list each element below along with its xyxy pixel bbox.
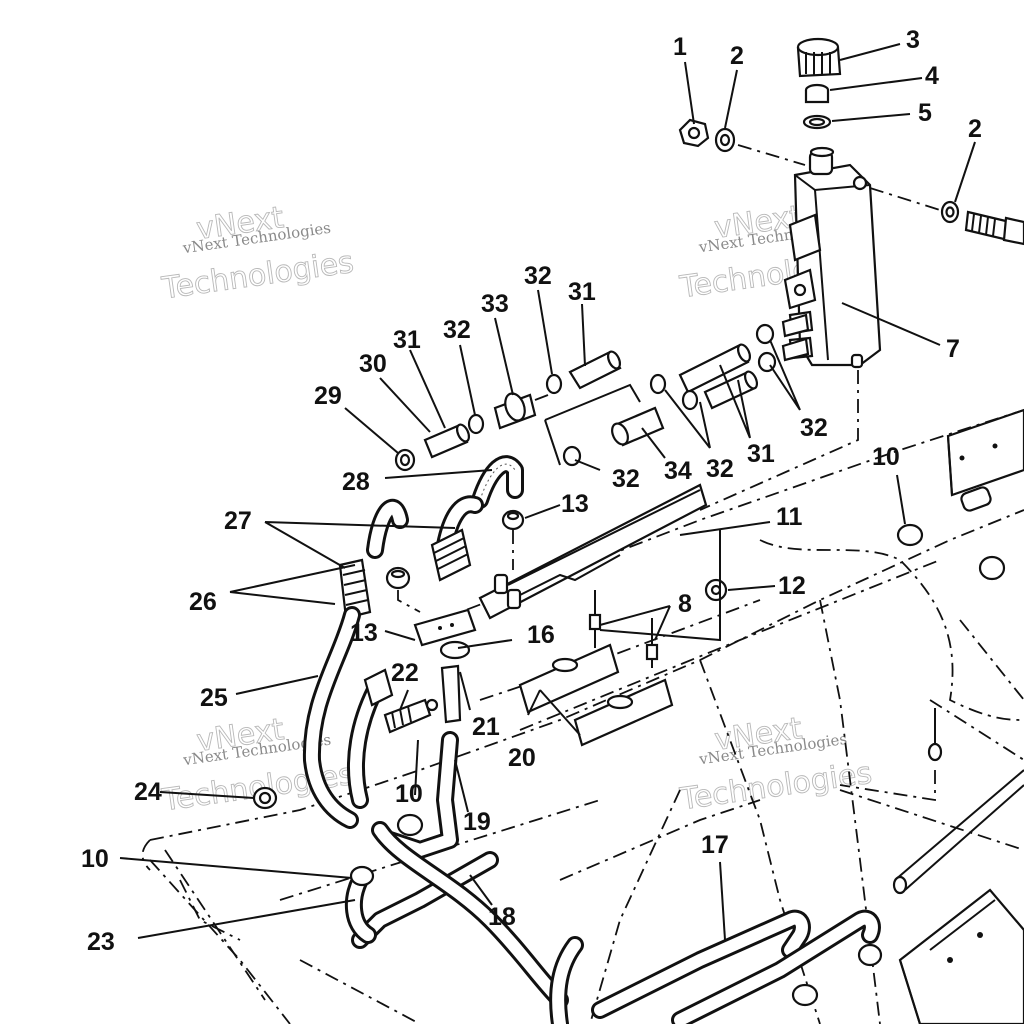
watermark-top-left: vNext vNext Technologies Technologies <box>159 200 357 307</box>
callout-32: 32 <box>800 414 828 442</box>
callout-22: 22 <box>391 659 419 687</box>
check-valve-33 <box>493 392 549 430</box>
nut-12 <box>704 578 728 602</box>
fitting-22-group <box>363 668 439 734</box>
callout-2: 2 <box>730 42 744 70</box>
callout-27: 27 <box>224 507 252 535</box>
clamp-13-lower <box>385 566 411 590</box>
reservoir-fittings <box>755 313 810 373</box>
callout-20: 20 <box>508 744 536 772</box>
callout-10: 10 <box>872 443 900 471</box>
rod <box>892 769 1024 895</box>
cap-adapter <box>804 83 830 104</box>
callout-10: 10 <box>395 780 423 808</box>
callout-29: 29 <box>314 382 342 410</box>
callout-30: 30 <box>359 350 387 378</box>
clamp-32-lower <box>562 445 582 467</box>
seal-ring <box>802 114 832 130</box>
callout-17: 17 <box>701 831 729 859</box>
callout-12: 12 <box>778 572 806 600</box>
pin-upper-right <box>927 708 943 762</box>
callout-33: 33 <box>481 290 509 318</box>
leader-lines <box>119 43 976 941</box>
callout-21: 21 <box>472 713 500 741</box>
outline-box-31 <box>544 383 641 466</box>
callout-7: 7 <box>946 335 960 363</box>
callout-26: 26 <box>189 588 217 616</box>
callout-18: 18 <box>488 903 516 931</box>
filler-cap <box>796 37 842 78</box>
callout-19: 19 <box>463 808 491 836</box>
hose-section-31-upper <box>568 350 622 390</box>
clamp-13-upper <box>501 509 525 531</box>
hose-28 <box>471 455 524 509</box>
frame-bracket-lower-right <box>898 888 1024 1024</box>
sleeve-26-right <box>430 528 472 582</box>
callout-31: 31 <box>393 326 421 354</box>
callout-28: 28 <box>342 468 370 496</box>
hose-18 <box>351 821 569 1009</box>
callout-1: 1 <box>673 33 687 61</box>
callout-13: 13 <box>350 619 378 647</box>
callout-31: 31 <box>568 278 596 306</box>
callout-32: 32 <box>524 262 552 290</box>
hose-17 <box>549 909 881 1024</box>
callout-16: 16 <box>527 621 555 649</box>
watermark-bottom-right: vNext vNext Technologies Technologies <box>677 711 875 818</box>
callout-2: 2 <box>968 115 982 143</box>
callout-5: 5 <box>918 99 932 127</box>
callout-10: 10 <box>81 845 109 873</box>
callout-11: 11 <box>776 503 803 531</box>
frame-bracket-upper-right <box>946 408 1024 512</box>
clamps-10 <box>349 523 1006 1007</box>
nut <box>678 118 710 148</box>
callout-32: 32 <box>706 455 734 483</box>
filter-34 <box>611 406 665 447</box>
clamps-32-right <box>649 373 699 411</box>
callout-labels: 1 2 3 4 5 2 7 32 31 33 31 32 30 29 32 32… <box>81 26 982 956</box>
callout-3: 3 <box>906 26 920 54</box>
plate-16 <box>413 608 477 647</box>
callout-23: 23 <box>87 928 115 956</box>
sleeve-26-left <box>338 558 372 620</box>
washer-right <box>940 200 960 224</box>
reservoir <box>783 146 882 369</box>
callout-13: 13 <box>561 490 589 518</box>
callout-24: 24 <box>134 778 162 806</box>
callout-32: 32 <box>612 465 640 493</box>
clamp-29 <box>394 448 416 472</box>
callout-32: 32 <box>443 316 471 344</box>
callout-4: 4 <box>925 62 939 90</box>
clamp-24 <box>252 786 278 810</box>
callout-25: 25 <box>200 684 228 712</box>
hose-19 <box>381 731 459 859</box>
clamp-32-upper <box>545 373 563 395</box>
fitting-21 <box>439 640 471 724</box>
clamp-32-mid <box>467 413 485 435</box>
hose-27-left <box>366 498 409 559</box>
studs-8 <box>588 590 659 668</box>
callout-8: 8 <box>678 590 692 618</box>
washer-left <box>714 127 736 153</box>
callout-31: 31 <box>747 440 775 468</box>
hose-23 <box>344 871 377 944</box>
bracket-11 <box>478 483 708 620</box>
bolt <box>964 210 1024 246</box>
callout-34: 34 <box>664 457 692 485</box>
hose-section-31-left <box>423 423 471 459</box>
